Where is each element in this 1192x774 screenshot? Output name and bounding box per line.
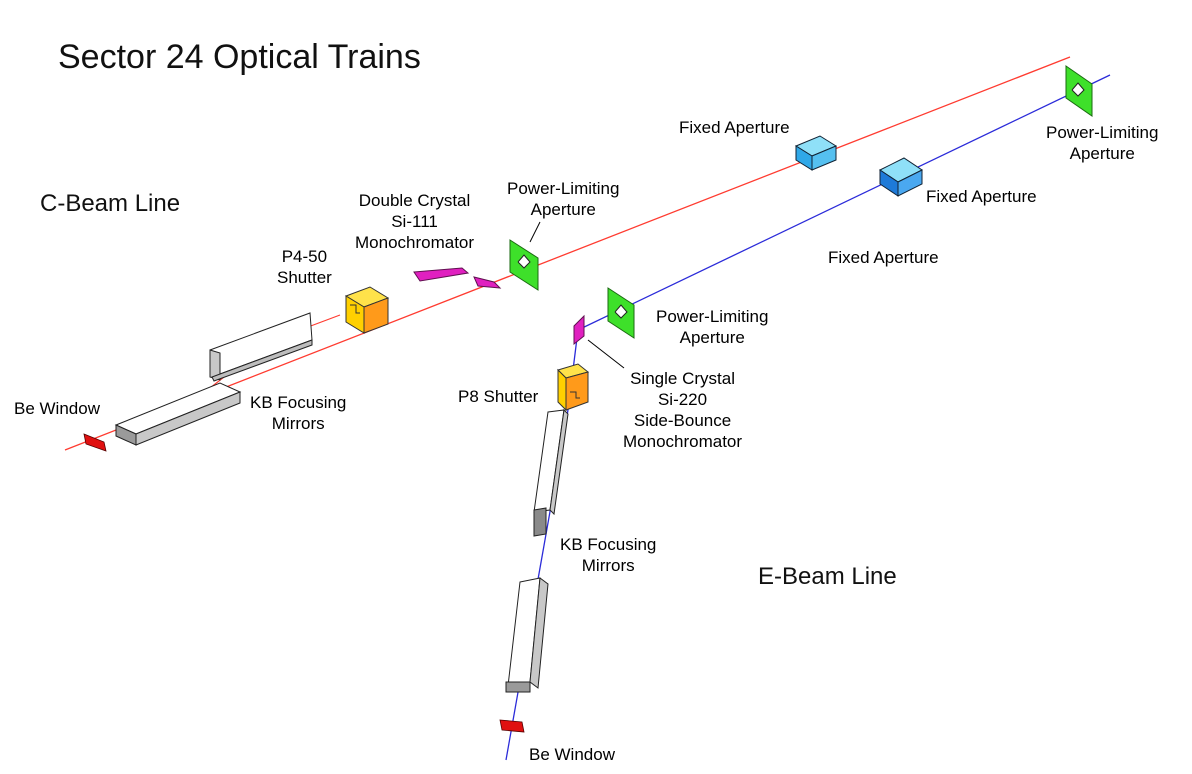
e-fixed-aperture-label-2: Fixed Aperture xyxy=(828,248,939,267)
c-fixed-aperture xyxy=(794,135,838,171)
e-beam-line-upper xyxy=(577,74,1111,331)
c-fixed-aperture-label: Fixed Aperture xyxy=(679,118,790,137)
e-be-window-label: Be Window xyxy=(529,745,615,764)
diagram-title: Sector 24 Optical Trains xyxy=(58,38,421,76)
e-kb-mirror-lower xyxy=(505,577,549,693)
e-fixed-aperture-label-1: Fixed Aperture xyxy=(926,187,1037,206)
e-fixed-aperture-box xyxy=(879,157,923,197)
p8-shutter xyxy=(557,363,590,412)
c-be-window xyxy=(83,433,107,452)
c-be-window-label: Be Window xyxy=(14,399,100,418)
c-beam-line xyxy=(64,56,1071,451)
e-be-window xyxy=(499,719,525,733)
c-mono-leader xyxy=(529,221,541,243)
e-power-aperture xyxy=(607,287,635,339)
e-shutter-label: P8 Shutter xyxy=(458,387,539,406)
e-beam-line-label: E-Beam Line xyxy=(758,563,897,590)
c-double-crystal-mono xyxy=(413,267,502,289)
p4-50-shutter xyxy=(344,286,390,334)
c-kb-mirror-upper xyxy=(209,312,313,382)
c-kb-mirror-lower xyxy=(114,382,242,446)
e-kb-mirror-upper xyxy=(533,408,569,537)
e-side-bounce-mono xyxy=(573,314,585,346)
c-power-aperture xyxy=(509,239,539,291)
e-mono-leader xyxy=(587,339,625,369)
c-beam-line-label: C-Beam Line xyxy=(40,190,181,217)
e-end-power-aperture xyxy=(1065,65,1093,117)
